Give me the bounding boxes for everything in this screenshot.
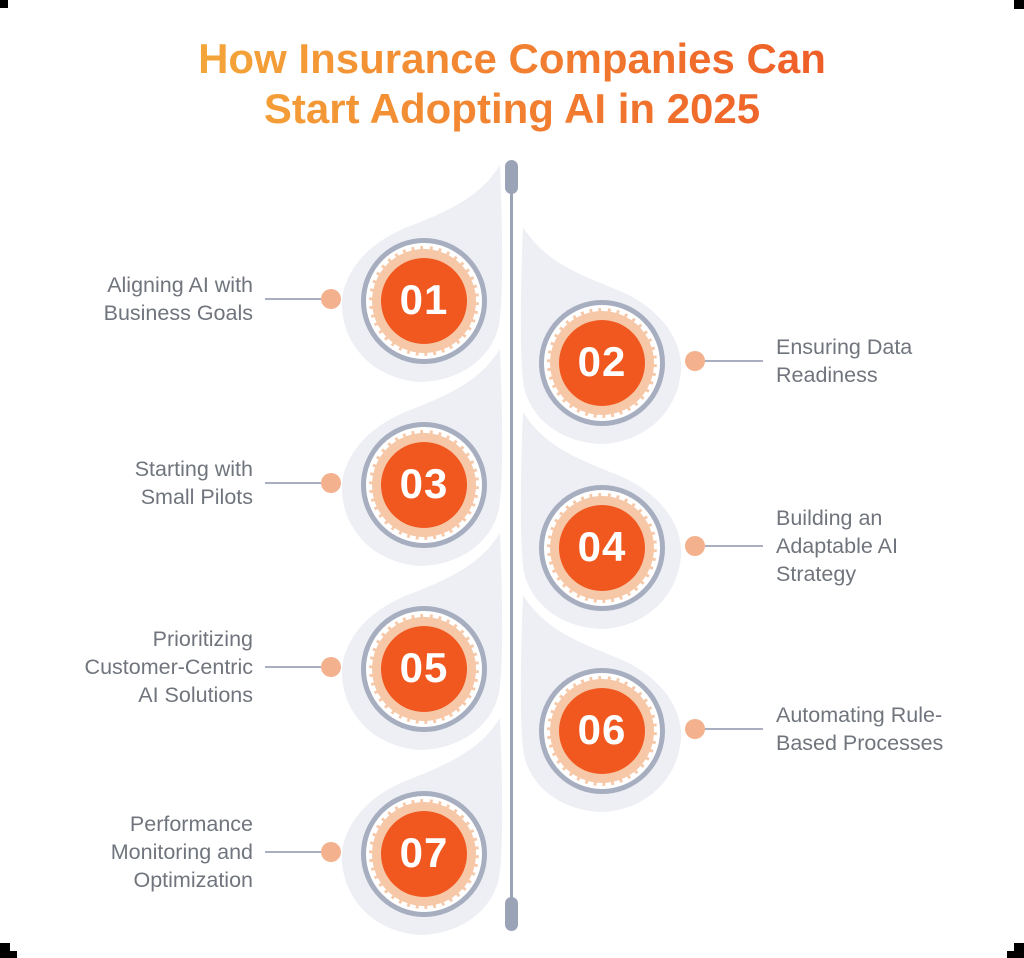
step-label-05: Prioritizing Customer-Centric AI Solutio… [84, 627, 253, 707]
connector-dot-icon [321, 289, 341, 309]
connector-line-03 [265, 482, 321, 484]
step-circle-04: 04 [539, 485, 665, 611]
connector-line-01 [265, 298, 321, 300]
connector-line-05 [265, 666, 321, 668]
step-number-03: 03 [381, 442, 467, 528]
crop-mark [1014, 943, 1024, 958]
connector-dot-icon [685, 719, 705, 739]
connector-dot-icon [685, 351, 705, 371]
step-circle-06: 06 [539, 668, 665, 794]
connector-dot-icon [321, 657, 341, 677]
connector-line-02 [705, 360, 763, 362]
step-number-02: 02 [559, 320, 645, 406]
connector-dot-icon [321, 473, 341, 493]
crop-mark [0, 943, 10, 958]
crop-mark [0, 0, 8, 8]
step-label-01: Aligning AI with Business Goals [103, 273, 253, 325]
step-label-02: Ensuring Data Readiness [776, 335, 913, 387]
step-circle-dashed-ring: 02 [547, 308, 657, 418]
step-number-06: 06 [559, 688, 645, 774]
step-label-04: Building an Adaptable AI Strategy [776, 506, 898, 586]
step-label-06: Automating Rule- Based Processes [776, 703, 944, 755]
step-circle-02: 02 [539, 300, 665, 426]
connector-dot-icon [685, 536, 705, 556]
crop-mark [1014, 0, 1024, 9]
connector-line-07 [265, 851, 321, 853]
step-label-03: Starting with Small Pilots [134, 457, 253, 509]
crop-mark [1007, 951, 1024, 958]
step-circle-dashed-ring: 03 [369, 430, 479, 540]
step-circle-03: 03 [361, 422, 487, 548]
step-number-07: 07 [381, 811, 467, 897]
step-circle-01: 01 [361, 238, 487, 364]
step-circle-dashed-ring: 01 [369, 246, 479, 356]
step-circle-dashed-ring: 04 [547, 493, 657, 603]
step-circle-dashed-ring: 07 [369, 799, 479, 909]
connector-line-06 [705, 728, 763, 730]
crop-mark [0, 951, 17, 958]
step-circle-dashed-ring: 05 [369, 614, 479, 724]
connector-dot-icon [321, 842, 341, 862]
connector-line-04 [705, 545, 763, 547]
step-number-05: 05 [381, 626, 467, 712]
step-circle-05: 05 [361, 606, 487, 732]
step-circle-dashed-ring: 06 [547, 676, 657, 786]
spine-bottom-cap [505, 897, 518, 931]
step-circle-07: 07 [361, 791, 487, 917]
page-title: How Insurance Companies Can Start Adopti… [0, 34, 1024, 134]
step-number-01: 01 [381, 258, 467, 344]
spine-top-cap [505, 160, 518, 194]
step-number-04: 04 [559, 505, 645, 591]
step-label-07: Performance Monitoring and Optimization [110, 812, 253, 892]
